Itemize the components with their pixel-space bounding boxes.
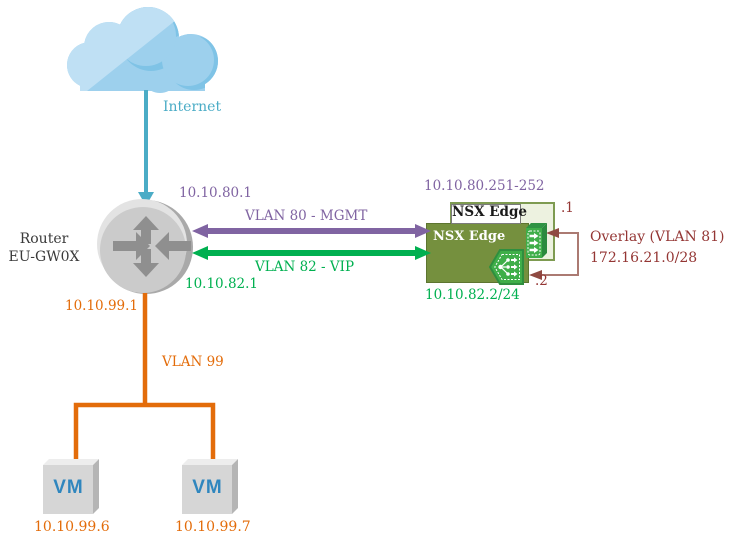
nsx-edge-active-label: NSX Edge — [433, 229, 506, 244]
internet-link-line — [138, 90, 154, 206]
router-vip-ip-label: 10.10.82.1 — [185, 276, 258, 292]
router-icon — [97, 199, 193, 294]
nsx-edge-standby-label: NSX Edge — [451, 204, 527, 224]
router-hostname: EU-GW0X — [8, 249, 80, 265]
cloud-icon — [67, 7, 218, 93]
overlay-endpoint-1-label: .1 — [561, 200, 574, 216]
vlan99-label: VLAN 99 — [162, 354, 224, 370]
nsx-mgmt-range-label: 10.10.80.251-252 — [424, 178, 545, 194]
vm1-ip-label: 10.10.99.6 — [34, 519, 110, 535]
router-mgmt-ip-label: 10.10.80.1 — [179, 185, 252, 201]
vm2-label: VM — [192, 477, 223, 498]
router-title: Router — [19, 231, 69, 247]
router-arrows-glyph — [113, 216, 191, 277]
vlan99-link-line — [73, 293, 216, 461]
vm2-ip-label: 10.10.99.7 — [175, 519, 251, 535]
router-vlan99-ip-label: 10.10.99.1 — [65, 298, 138, 314]
vm1-label: VM — [53, 477, 84, 498]
mgmt-link-arrow — [192, 224, 431, 238]
vip-link-arrow — [192, 246, 431, 260]
overlay-endpoint-2-label: .2 — [535, 273, 548, 289]
internet-label: Internet — [163, 99, 222, 115]
vlan80-mgmt-label: VLAN 80 - MGMT — [245, 208, 368, 224]
vlan82-vip-label: VLAN 82 - VIP — [255, 259, 355, 275]
nsx-vip-ip-label: 10.10.82.2/24 — [425, 287, 520, 303]
overlay-subnet-label: 172.16.21.0/28 — [590, 250, 698, 266]
overlay-vlan-label: Overlay (VLAN 81) — [590, 229, 725, 245]
